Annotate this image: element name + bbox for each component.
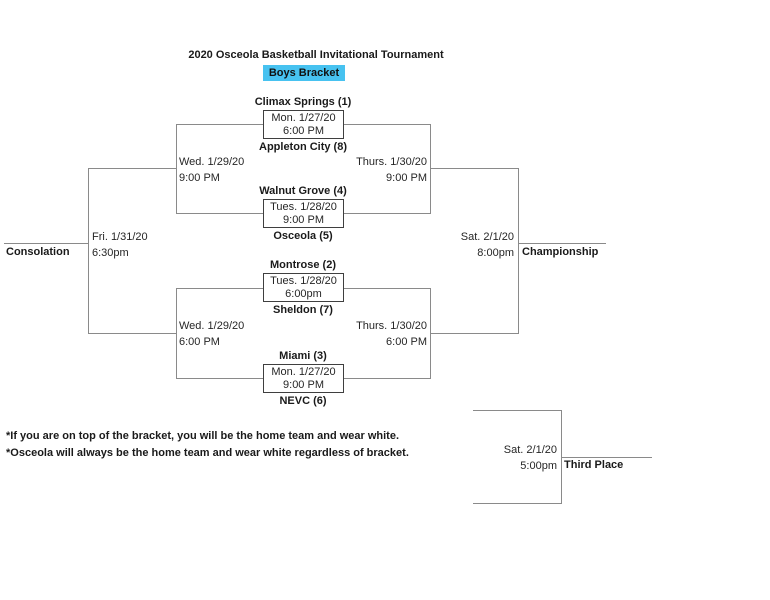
game-time: 9:00 PM xyxy=(283,378,324,391)
consolation-date: Fri. 1/31/20 xyxy=(92,231,148,243)
semifinal-top-left-time: 9:00 PM xyxy=(179,172,220,184)
game-date: Tues. 1/28/20 xyxy=(270,274,337,287)
game-time: 6:00 PM xyxy=(283,124,324,137)
bracket-line xyxy=(176,124,263,125)
championship-line xyxy=(518,243,606,244)
semifinal-bottom-right-date: Thurs. 1/30/20 xyxy=(356,320,427,332)
bracket-line xyxy=(344,213,430,214)
bracket-line xyxy=(344,378,430,379)
semifinal-top-left-date: Wed. 1/29/20 xyxy=(179,156,245,168)
third-place-line xyxy=(561,457,652,458)
team-name-bottom: Osceola (5) xyxy=(273,230,333,242)
team-name-top: Miami (3) xyxy=(279,350,327,362)
third-place-line xyxy=(473,503,562,504)
bracket-line xyxy=(430,333,518,334)
team-name-bottom: Appleton City (8) xyxy=(259,141,347,153)
bracket-line xyxy=(88,333,176,334)
consolation-time: 6:30pm xyxy=(92,247,129,259)
game-box: Tues. 1/28/20 9:00 PM xyxy=(263,199,344,228)
semifinal-bottom-left-time: 6:00 PM xyxy=(179,336,220,348)
third-place-date: Sat. 2/1/20 xyxy=(503,444,557,456)
consolation-label: Consolation xyxy=(6,246,70,258)
footnote-osceola-home: *Osceola will always be the home team an… xyxy=(6,447,409,459)
bracket-line xyxy=(88,168,89,334)
bracket-line xyxy=(176,124,177,214)
team-name-bottom: NEVC (6) xyxy=(279,395,327,407)
game-time: 6:00pm xyxy=(285,287,322,300)
bracket-line xyxy=(176,288,177,379)
team-name-top: Montrose (2) xyxy=(270,259,336,271)
semifinal-top-right-time: 9:00 PM xyxy=(386,172,427,184)
game-time: 9:00 PM xyxy=(283,213,324,226)
game-box: Mon. 1/27/20 9:00 PM xyxy=(263,364,344,393)
bracket-line xyxy=(430,168,518,169)
third-place-line xyxy=(473,410,561,411)
game-date: Tues. 1/28/20 xyxy=(270,200,337,213)
third-place-time: 5:00pm xyxy=(520,460,557,472)
bracket-line xyxy=(518,168,519,334)
tournament-title: 2020 Osceola Basketball Invitational Tou… xyxy=(188,49,444,61)
semifinal-bottom-left-date: Wed. 1/29/20 xyxy=(179,320,245,332)
bracket-line xyxy=(344,124,430,125)
bracket-line xyxy=(88,168,176,169)
bracket-line xyxy=(344,288,430,289)
game-date: Mon. 1/27/20 xyxy=(271,111,336,124)
team-name-top: Climax Springs (1) xyxy=(254,96,352,108)
semifinal-bottom-right-time: 6:00 PM xyxy=(386,336,427,348)
game-box: Mon. 1/27/20 6:00 PM xyxy=(263,110,344,139)
game-box: Tues. 1/28/20 6:00pm xyxy=(263,273,344,302)
bracket-line xyxy=(430,124,431,214)
bracket-line xyxy=(176,213,263,214)
team-name-top: Walnut Grove (4) xyxy=(259,185,347,197)
third-place-label: Third Place xyxy=(564,459,624,471)
championship-date: Sat. 2/1/20 xyxy=(460,231,514,243)
bracket-line xyxy=(176,288,263,289)
bracket-type-badge: Boys Bracket xyxy=(263,65,345,81)
championship-time: 8:00pm xyxy=(477,247,514,259)
footnote-home-team: *If you are on top of the bracket, you w… xyxy=(6,430,400,442)
team-name-bottom: Sheldon (7) xyxy=(273,304,333,316)
semifinal-top-right-date: Thurs. 1/30/20 xyxy=(356,156,427,168)
championship-label: Championship xyxy=(522,246,599,258)
consolation-line xyxy=(4,243,88,244)
bracket-line xyxy=(176,378,263,379)
game-date: Mon. 1/27/20 xyxy=(271,365,336,378)
